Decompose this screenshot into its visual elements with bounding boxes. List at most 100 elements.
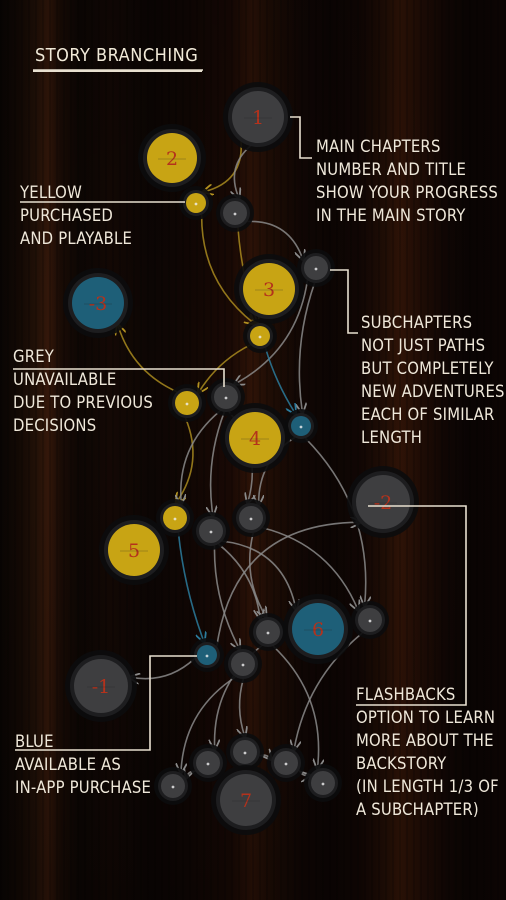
chapter-node[interactable]: 6 [283,594,353,664]
grey-heading: GREY [13,347,55,366]
branch-arrow [262,526,357,610]
callout-line [15,655,197,751]
callout-line [330,269,358,334]
subchapters-heading: SUBCHAPTERS [361,313,473,332]
subchapter-node[interactable] [284,409,318,443]
subchapter-marker [171,785,175,789]
subchapters-line: NOT JUST PATHS [361,336,486,355]
branch-connections [118,140,366,778]
subchapter-node[interactable] [154,767,192,805]
chapter-node[interactable]: 3 [234,254,304,324]
flashbacks-line: (IN LENGTH 1/3 OF [356,777,499,796]
subchapter-node[interactable] [249,613,287,651]
grey-line: UNAVAILABLE [13,370,117,389]
flashbacks-line: OPTION TO LEARN [356,708,496,727]
yellow-line: PURCHASED [20,206,114,225]
subchapter-marker [258,335,262,339]
subchapter-marker [173,517,177,521]
flashbacks-heading: FLASHBACKS [356,685,456,704]
branch-arrow [118,325,178,393]
branch-arrow [234,144,252,197]
main-chapters-line: SHOW YOUR PROGRESS [316,183,498,202]
flashbacks-line: BACKSTORY [356,754,447,773]
subchapter-node[interactable] [243,319,277,353]
branch-arrow [204,140,242,192]
grey-label: GREY UNAVAILABLE DUE TO PREVIOUS DECISIO… [13,345,153,437]
chapter-node[interactable]: 2 [138,124,206,192]
grey-line: DUE TO PREVIOUS [13,393,153,412]
subchapter-marker [233,212,237,216]
flashbacks-line: MORE ABOUT THE [356,731,494,750]
branch-arrow [240,678,245,736]
chapter-node[interactable]: 5 [99,515,169,585]
branch-arrow [213,545,239,649]
branch-arrow [211,411,226,515]
subchapter-node[interactable] [179,186,213,220]
branch-arrow [247,220,302,259]
flashbacks-line: A SUBCHAPTER) [356,800,479,819]
blue-line: IN-APP PURCHASE [15,778,152,797]
branch-arrow [200,214,254,324]
subchapters-line: LENGTH [361,428,423,447]
main-chapters-label: MAIN CHAPTERS NUMBER AND TITLE SHOW YOUR… [316,135,498,227]
main-chapters-line: NUMBER AND TITLE [316,160,467,179]
subchapter-node[interactable] [226,733,264,771]
branch-arrow [181,410,221,503]
subchapter-node[interactable] [304,764,342,802]
grey-line: DECISIONS [13,416,97,435]
subchapter-node[interactable] [207,378,245,416]
subchapter-node[interactable] [216,194,254,232]
branch-arrow [272,645,318,768]
subchapter-node[interactable] [267,744,305,782]
branch-arrow [199,344,251,392]
subchapter-node[interactable] [156,499,194,537]
branch-arrow [181,676,236,772]
callout-line [356,505,467,706]
subchapter-node[interactable] [190,638,224,672]
chapter-node[interactable]: -2 [347,466,419,538]
subchapter-node[interactable] [232,499,270,537]
subchapter-marker [209,530,213,534]
subchapters-line: BUT COMPLETELY [361,359,494,378]
main-chapters-line: IN THE MAIN STORY [316,206,466,225]
subchapter-marker [194,202,198,206]
branch-arrow [235,280,309,384]
subchapter-marker [321,782,325,786]
branch-arrow [177,532,203,642]
branch-arrow [131,658,196,679]
subchapter-node[interactable] [168,384,206,422]
subchapter-node[interactable] [189,744,227,782]
subchapter-marker [205,654,209,658]
chapter-node[interactable]: -3 [63,268,133,338]
subchapter-marker [284,762,288,766]
subchapter-marker [241,663,245,667]
subchapter-marker [368,619,372,623]
subchapter-marker [266,631,270,635]
subchapter-node[interactable] [224,645,262,683]
branch-arrow [294,632,363,749]
subchapters-label: SUBCHAPTERS NOT JUST PATHS BUT COMPLETEL… [361,311,505,449]
subchapters-line: NEW ADVENTURES [361,382,505,401]
yellow-heading: YELLOW [20,183,82,202]
subchapter-marker [206,762,210,766]
chapter-node[interactable]: 4 [220,403,290,473]
subchapter-marker [224,396,228,400]
subchapter-node[interactable] [297,249,335,287]
branch-arrow [264,347,295,413]
branch-arrow [248,532,266,616]
yellow-line: AND PLAYABLE [20,229,133,248]
blue-label: BLUE AVAILABLE AS IN-APP PURCHASE [15,730,151,799]
callout-line [13,368,225,387]
subchapter-marker [314,267,318,271]
subchapter-node[interactable] [351,601,389,639]
yellow-label: YELLOW PURCHASED AND PLAYABLE [20,181,132,250]
branch-arrow [221,540,296,609]
chapter-node[interactable]: 1 [223,82,293,152]
chapter-node[interactable]: -1 [65,650,137,722]
subchapters-line: EACH OF SIMILAR [361,405,495,424]
chapter-node[interactable]: 7 [211,765,281,835]
subchapter-marker [243,751,247,755]
callout-line [290,116,312,159]
story-nodes: 123 -3 4 -2 5 6 -1 7 [63,82,419,835]
subchapter-node[interactable] [192,512,230,550]
